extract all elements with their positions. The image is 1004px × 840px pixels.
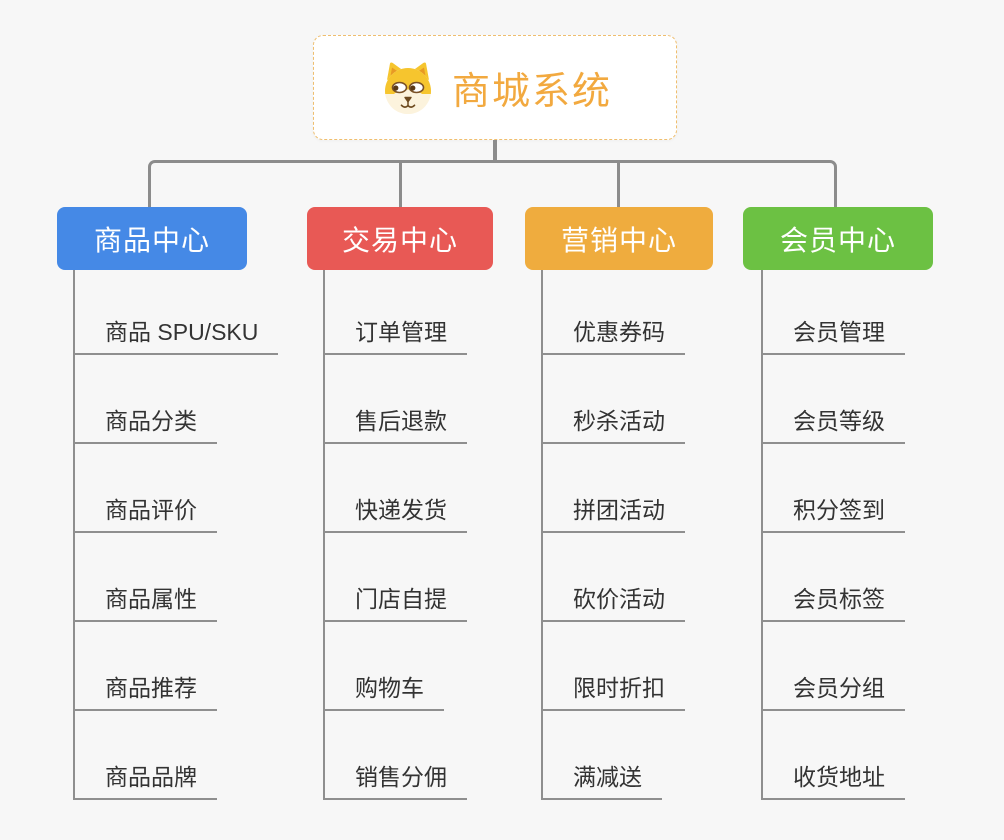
child-topic-row: 优惠券码	[543, 270, 685, 355]
child-topic[interactable]: 会员分组	[763, 669, 905, 711]
child-topic-row: 积分签到	[763, 444, 905, 533]
child-topic[interactable]: 商品评价	[75, 491, 217, 533]
branch-children-member-center: 会员管理 会员等级 积分签到 会员标签 会员分组 收货地址	[761, 270, 905, 800]
child-topic[interactable]: 满减送	[543, 758, 662, 800]
branch-children-marketing-center: 优惠券码 秒杀活动 拼团活动 砍价活动 限时折扣 满减送	[541, 270, 685, 800]
child-topic[interactable]: 优惠券码	[543, 313, 685, 355]
child-topic[interactable]: 限时折扣	[543, 669, 685, 711]
child-topic[interactable]: 商品推荐	[75, 669, 217, 711]
child-topic-row: 商品分类	[75, 355, 278, 444]
child-topic[interactable]: 积分签到	[763, 491, 905, 533]
child-topic[interactable]: 门店自提	[325, 580, 467, 622]
connector-drop-line	[399, 161, 402, 207]
child-topic-row: 砍价活动	[543, 533, 685, 622]
child-topic-row: 销售分佣	[325, 711, 467, 800]
root-node[interactable]: 商城系统	[313, 35, 677, 140]
branch-node-product-center[interactable]: 商品中心	[57, 207, 247, 270]
shiba-dog-icon	[378, 60, 438, 116]
child-topic-row: 商品推荐	[75, 622, 278, 711]
child-topic[interactable]: 销售分佣	[325, 758, 467, 800]
child-topic-row: 拼团活动	[543, 444, 685, 533]
child-topic-row: 快递发货	[325, 444, 467, 533]
child-topic[interactable]: 商品品牌	[75, 758, 217, 800]
root-title: 商城系统	[451, 71, 612, 113]
child-topic[interactable]: 商品 SPU/SKU	[75, 313, 279, 355]
child-topic[interactable]: 秒杀活动	[543, 402, 685, 444]
child-topic[interactable]: 砍价活动	[543, 580, 685, 622]
child-topic-row: 限时折扣	[543, 622, 685, 711]
child-topic-row: 会员分组	[763, 622, 905, 711]
child-topic-row: 收货地址	[763, 711, 905, 800]
branch-node-marketing-center[interactable]: 营销中心	[525, 207, 713, 270]
child-topic[interactable]: 快递发货	[325, 491, 467, 533]
connector-bus-line	[148, 160, 837, 207]
connector-drop-line	[617, 161, 620, 207]
child-topic-row: 订单管理	[325, 270, 467, 355]
child-topic-row: 售后退款	[325, 355, 467, 444]
child-topic[interactable]: 会员标签	[763, 580, 905, 622]
child-topic[interactable]: 订单管理	[325, 313, 467, 355]
child-topic[interactable]: 会员等级	[763, 402, 905, 444]
child-topic[interactable]: 会员管理	[763, 313, 905, 355]
child-topic-row: 会员等级	[763, 355, 905, 444]
child-topic-row: 商品品牌	[75, 711, 278, 800]
branch-node-trade-center[interactable]: 交易中心	[307, 207, 493, 270]
branch-children-product-center: 商品 SPU/SKU 商品分类 商品评价 商品属性 商品推荐 商品品牌	[73, 270, 279, 800]
child-topic-row: 商品评价	[75, 444, 278, 533]
child-topic[interactable]: 商品属性	[75, 580, 217, 622]
child-topic-row: 购物车	[325, 622, 467, 711]
connector-root-stem	[493, 140, 497, 161]
branch-children-trade-center: 订单管理 售后退款 快递发货 门店自提 购物车 销售分佣	[323, 270, 467, 800]
child-topic-row: 秒杀活动	[543, 355, 685, 444]
child-topic-row: 满减送	[543, 711, 685, 800]
child-topic-row: 会员管理	[763, 270, 905, 355]
child-topic[interactable]: 售后退款	[325, 402, 467, 444]
branch-node-member-center[interactable]: 会员中心	[743, 207, 933, 270]
child-topic-row: 门店自提	[325, 533, 467, 622]
child-topic[interactable]: 商品分类	[75, 402, 217, 444]
child-topic[interactable]: 收货地址	[763, 758, 905, 800]
child-topic-row: 商品 SPU/SKU	[75, 270, 279, 355]
child-topic[interactable]: 购物车	[325, 669, 444, 711]
child-topic-row: 商品属性	[75, 533, 278, 622]
child-topic[interactable]: 拼团活动	[543, 491, 685, 533]
child-topic-row: 会员标签	[763, 533, 905, 622]
